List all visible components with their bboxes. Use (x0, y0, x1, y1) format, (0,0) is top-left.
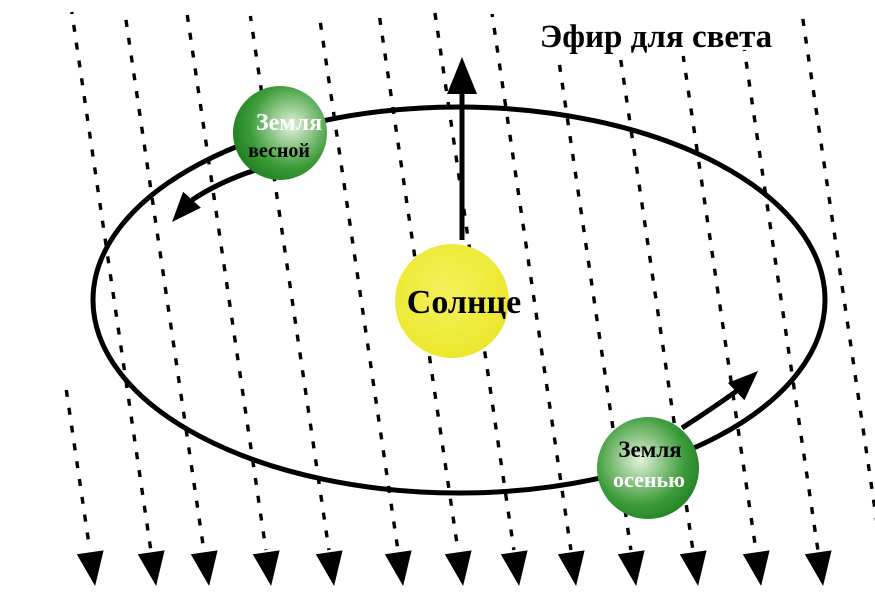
orbit-direction-arrow-right-shaft (680, 387, 740, 431)
earth-autumn-label-line1: Земля (618, 437, 681, 462)
ether-wind-field (64, 11, 875, 586)
orbit-direction-arrow-left-shaft (190, 165, 263, 203)
earth-orbit-ellipse (90, 104, 828, 496)
ether-wind-arrowhead-icon (76, 550, 104, 586)
ether-wind-arrowhead-icon (804, 550, 832, 586)
ether-wind-line (490, 13, 573, 551)
ether-wind-arrowhead-icon (190, 550, 218, 586)
ether-wind-line (123, 11, 206, 551)
earth-spring-label-line1: Земля (256, 110, 322, 136)
ether-wind-line (681, 55, 758, 551)
ether-wind-line (185, 11, 268, 551)
earth-spring-circle (233, 86, 327, 180)
ether-wind-arrowhead-icon (500, 550, 528, 586)
ether-wind-arrowhead-icon (679, 550, 707, 586)
sun-up-arrow (447, 57, 477, 240)
ether-wind-line (317, 11, 400, 551)
earth-spring-label-line2: весной (248, 140, 310, 162)
ether-wind-arrowhead-icon (444, 550, 472, 586)
ether-wind-arrowhead-icon (315, 550, 343, 586)
ether-wind-arrowhead-icon (617, 550, 645, 586)
ether-wind-line (70, 11, 153, 551)
sun-circle (395, 244, 509, 358)
ether-wind-line (556, 55, 633, 551)
ether-wind-line (742, 49, 820, 551)
ether-wind-line (800, 11, 875, 522)
orbit-direction-arrow-right-head-icon (727, 371, 758, 401)
earth-autumn-circle (597, 417, 699, 519)
diagram-title: Эфир для света (540, 19, 772, 55)
ether-wind-arrowhead-icon (557, 550, 585, 586)
sun-label: Солнце (407, 284, 521, 321)
ether-wind-arrowhead-icon (384, 550, 412, 586)
orbit-direction-arrow-left-head-icon (172, 191, 201, 222)
ether-wind-line (64, 389, 92, 551)
ether-wind-arrowhead-icon (137, 550, 165, 586)
earth-autumn-label-line2: осенью (613, 467, 685, 492)
sun-up-arrow-head-icon (447, 57, 477, 94)
ether-wind-arrowhead-icon (742, 550, 770, 586)
earth-autumn: Земля осенью (597, 417, 699, 519)
ether-wind-arrowhead-icon (252, 550, 280, 586)
sun: Солнце (395, 244, 521, 358)
earth-spring: Земля весной (233, 86, 327, 180)
